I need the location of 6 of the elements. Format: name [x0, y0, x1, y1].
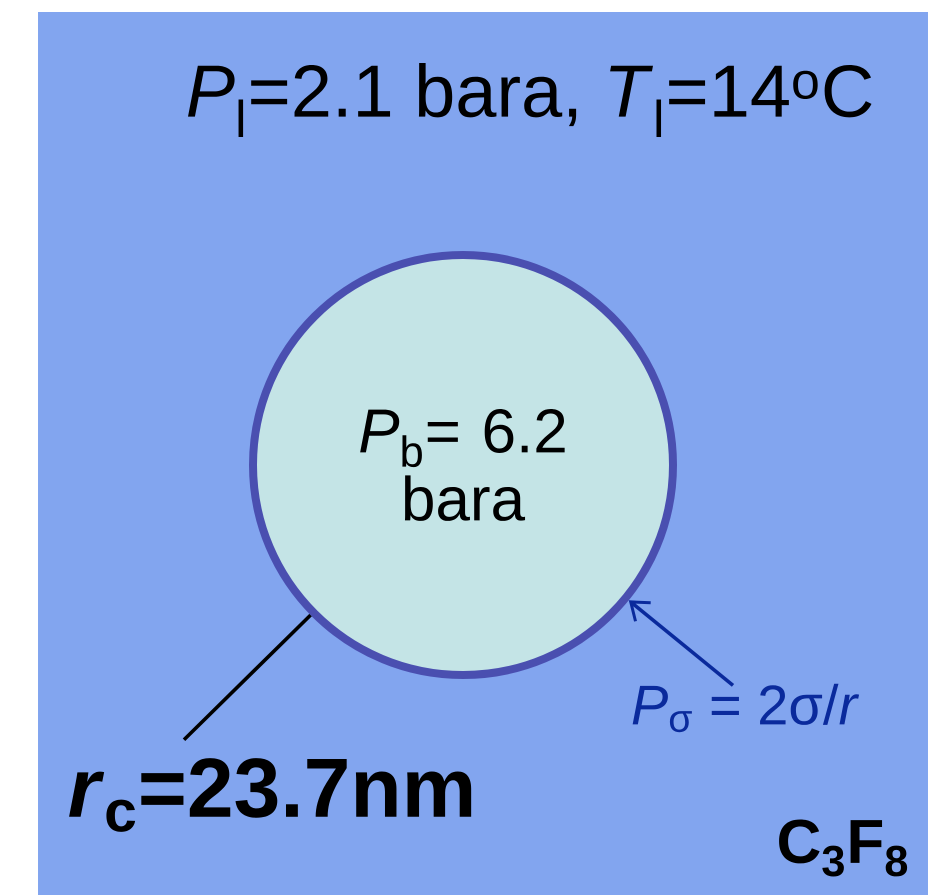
condition-label: P$_{l}$=2.1 bara, T$_{l}$=14$^{o}$C: [188, 63, 872, 137]
leader-line: [182, 614, 312, 742]
gas-label: C$_{3}$F$_{8}$: [779, 820, 908, 876]
arrow: [628, 600, 734, 687]
pressure-formula: P$_{σ}$ = 2σ/r: [632, 684, 860, 732]
radius-label: r$_{c}$=23.7nm: [69, 758, 472, 832]
